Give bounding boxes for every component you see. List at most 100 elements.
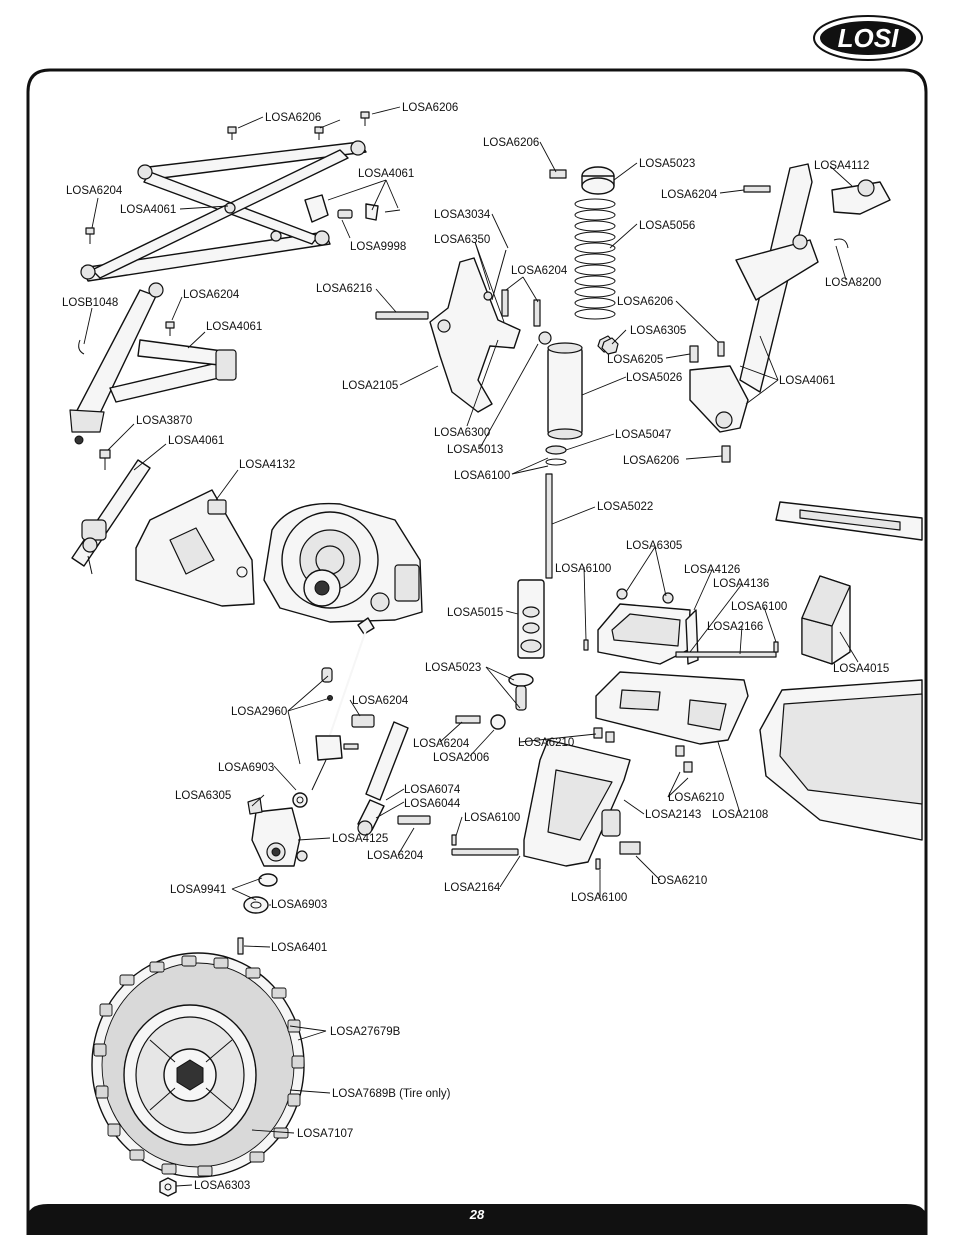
- part-label: LOSA2960: [231, 706, 287, 718]
- part-label: LOSA4061: [779, 375, 835, 387]
- part-label: LOSA2006: [433, 752, 489, 764]
- part-label: LOSA6305: [630, 325, 686, 337]
- part-label: LOSA6300: [434, 427, 490, 439]
- lower-arm-illustration: [451, 739, 641, 870]
- part-label: LOSA6100: [555, 563, 611, 575]
- part-label: LOSA4112: [814, 160, 869, 172]
- knuckle-illustration: [247, 797, 308, 867]
- shock-body-illustration: [538, 331, 615, 466]
- part-label: LOSA6205: [607, 354, 663, 366]
- part-label: LOSA6204: [66, 185, 123, 197]
- driveshaft-illustration: [292, 617, 375, 808]
- part-label: LOSA4132: [239, 459, 295, 471]
- steering-link-illustration: [351, 714, 506, 836]
- part-label: LOSA6303: [194, 1180, 250, 1192]
- part-label: LOSA4061: [168, 435, 224, 447]
- part-label: LOSA5047: [615, 429, 671, 441]
- part-label: LOSA6305: [175, 790, 231, 802]
- rear-link-illustration: [601, 163, 891, 463]
- part-label: LOSA6204: [413, 738, 470, 750]
- part-label: LOSA6204: [367, 850, 424, 862]
- part-label: LOSA6204: [511, 265, 568, 277]
- part-label: LOSA6401: [271, 942, 327, 954]
- part-label: LOSA6100: [571, 892, 627, 904]
- page-number: 28: [469, 1207, 485, 1222]
- spring-illustration: [549, 166, 616, 320]
- part-label: LOSA3034: [434, 209, 491, 221]
- part-label: LOSA2143: [645, 809, 701, 821]
- body-clip-illustration: [304, 194, 401, 223]
- part-label: LOSA6100: [464, 812, 520, 824]
- part-label: LOSA2105: [342, 380, 398, 392]
- part-label: LOSA6100: [454, 470, 510, 482]
- part-label: LOSA6216: [316, 283, 372, 295]
- part-label: LOSA6903: [218, 762, 274, 774]
- upper-brace-illustration: [80, 140, 367, 282]
- part-label: LOSA27679B: [330, 1026, 401, 1038]
- chassis-tub-illustration: [759, 679, 923, 841]
- part-label: LOSA6206: [265, 112, 321, 124]
- part-label: LOSA6350: [434, 234, 490, 246]
- part-label: LOSA5022: [597, 501, 653, 513]
- logo-text: LOSI: [838, 23, 899, 53]
- part-labels: LOSA6206 LOSA6206 LOSA6204 LOSA4061 LOSA…: [62, 102, 889, 1192]
- part-label: LOSA9998: [350, 241, 406, 253]
- part-label: LOSA5023: [425, 662, 481, 674]
- part-label: LOSA4125: [332, 833, 388, 845]
- shock-tower-illustration: [375, 249, 541, 413]
- part-label: LOSA2108: [712, 809, 768, 821]
- part-label: LOSA5026: [626, 372, 682, 384]
- losi-logo: LOSI: [813, 15, 923, 61]
- chassis-rail-illustration: [775, 501, 923, 541]
- part-label: LOSA6206: [623, 455, 679, 467]
- left-brace-illustration: [69, 282, 237, 445]
- part-label: LOSA6305: [626, 540, 682, 552]
- screws-left-illustration: [99, 321, 175, 470]
- part-label: LOSA5056: [639, 220, 695, 232]
- part-label: LOSA7689B (Tire only): [332, 1088, 451, 1100]
- servo-mount-illustration: [583, 588, 779, 665]
- part-label: LOSA4061: [206, 321, 262, 333]
- part-label: LOSA6204: [661, 189, 718, 201]
- shock-shaft-illustration: [508, 473, 553, 711]
- lower-link-illustration: [71, 459, 151, 575]
- leader-lines: [83, 106, 859, 1187]
- footer-bar: [27, 1204, 927, 1235]
- part-label: LOSA4061: [358, 168, 414, 180]
- part-label: LOSA9941: [170, 884, 226, 896]
- part-label: LOSA6210: [518, 737, 574, 749]
- battery-block-illustration: [801, 575, 851, 665]
- part-label: LOSA4136: [713, 578, 769, 590]
- part-label: LOSA6074: [404, 784, 461, 796]
- page-frame: [26, 68, 928, 1235]
- part-label: LOSA5015: [447, 607, 503, 619]
- part-label: LOSA7107: [297, 1128, 353, 1140]
- part-label: LOSA6100: [731, 601, 787, 613]
- part-label: LOSA2166: [707, 621, 763, 633]
- part-label: LOSA6903: [271, 899, 327, 911]
- part-label: LOSA6206: [402, 102, 458, 114]
- part-label: LOSA3870: [136, 415, 192, 427]
- part-label: LOSA6210: [651, 875, 707, 887]
- part-label: LOSB1048: [62, 297, 118, 309]
- part-label: LOSA6204: [352, 695, 409, 707]
- part-label: LOSA6206: [483, 137, 539, 149]
- transmission-illustration: [263, 502, 423, 623]
- part-label: LOSA5023: [639, 158, 695, 170]
- part-label: LOSA2164: [444, 882, 501, 894]
- part-label: LOSA4015: [833, 663, 889, 675]
- part-label: LOSA6210: [668, 792, 724, 804]
- part-label: LOSA5013: [447, 444, 503, 456]
- part-label: LOSA4061: [120, 204, 176, 216]
- part-label: LOSA6206: [617, 296, 673, 308]
- bearing-stack-illustration: [237, 873, 278, 955]
- skid-plate-illustration: [135, 489, 255, 607]
- wheel-tire-illustration: [91, 952, 305, 1197]
- part-label: LOSA4126: [684, 564, 740, 576]
- part-label: LOSA6044: [404, 798, 461, 810]
- screws-top-illustration: [85, 111, 370, 244]
- part-label: LOSA6204: [183, 289, 240, 301]
- chassis-plate-illustration: [595, 671, 749, 745]
- arm-screws-illustration: [593, 727, 693, 773]
